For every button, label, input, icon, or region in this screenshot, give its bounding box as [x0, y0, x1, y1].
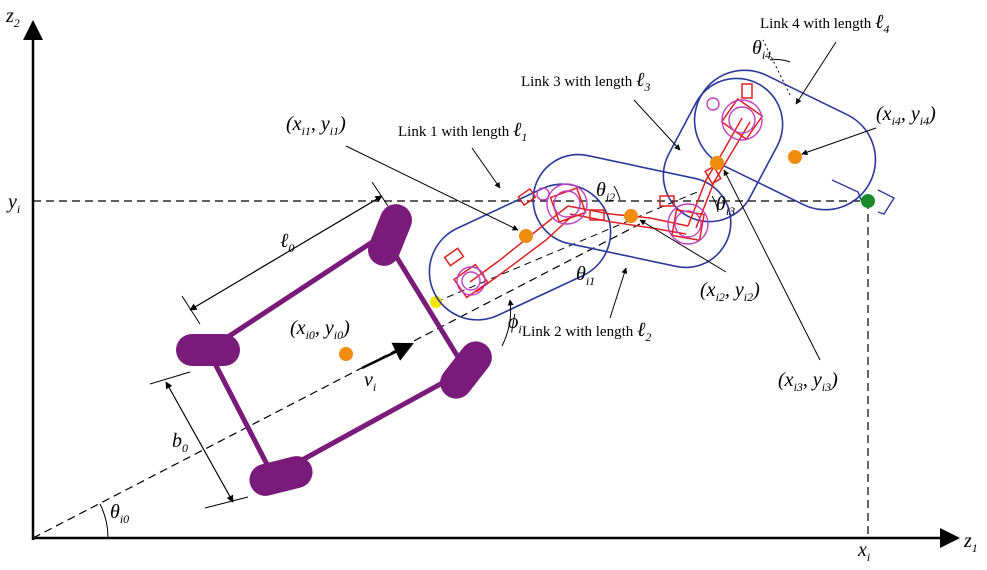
link2-center-point	[624, 209, 638, 223]
link3-label: Link 3 with length ℓ3	[521, 69, 650, 94]
link3-leader	[633, 99, 681, 151]
z1-axis-label: z1	[963, 530, 978, 555]
vehicle-width-label: b0	[172, 430, 188, 455]
wheel-rear-left	[249, 456, 313, 496]
mechanism-link3-b	[695, 121, 751, 229]
vehicle-side-rail-left	[205, 348, 276, 478]
theta-i0-arc	[99, 503, 109, 539]
joint-circle-1	[456, 266, 486, 296]
end-point	[861, 194, 875, 208]
link4-outline	[693, 69, 877, 211]
wheel-front-right	[368, 204, 412, 266]
link3-outline	[662, 77, 784, 223]
joint-circle-3	[667, 203, 709, 245]
link4-center-point	[788, 150, 802, 164]
mech-part-e	[704, 165, 722, 185]
link4-label: Link 4 with length ℓ4	[760, 11, 889, 36]
velocity-arrow	[361, 342, 414, 370]
width-dim-ext2	[204, 496, 249, 509]
gripper-right	[877, 189, 896, 215]
link2-outline	[532, 153, 732, 269]
mechanism-link1	[469, 205, 569, 283]
gripper-left	[831, 179, 863, 203]
link2-leader	[609, 267, 628, 319]
vehicle-rear-axle	[271, 367, 468, 479]
joint-circle-4	[721, 99, 763, 141]
p1-leader	[345, 145, 519, 231]
mech-part-f	[741, 83, 753, 99]
joint-circle-2	[546, 183, 588, 225]
mech-part-b	[517, 187, 537, 207]
joint-circles	[456, 97, 763, 296]
mech-part-c	[589, 209, 605, 221]
vehicle-center-point	[339, 347, 353, 361]
mechanism-link1-b	[475, 215, 573, 293]
point-label-p3: (xi3, yi3)	[778, 369, 838, 394]
mech-part-a	[443, 247, 465, 267]
hitch-point	[430, 296, 442, 308]
length-dim-line	[189, 195, 383, 311]
joint-circle-small-a	[536, 187, 550, 201]
link1-outline	[428, 183, 612, 321]
p3-leader	[723, 169, 821, 361]
link4-leader	[795, 41, 837, 105]
phi-arc	[501, 299, 514, 347]
theta-i2-label: θi2	[596, 179, 615, 204]
width-dim-line	[165, 381, 234, 503]
link1-leader	[471, 147, 501, 189]
joint-circle-2b	[553, 190, 581, 218]
yi-label: yi	[6, 191, 20, 216]
theta-i2-arc	[613, 185, 621, 201]
velocity-label: vi	[364, 369, 376, 394]
length-dim-ext2	[371, 181, 389, 207]
mech-part-d	[659, 195, 675, 207]
wheel-rear-right	[440, 341, 492, 399]
point-label-p1: (xi1, yi1)	[286, 113, 346, 138]
width-dim-ext1	[149, 371, 191, 385]
point-label-p0: (xi0, yi0)	[290, 317, 350, 342]
link2-label: Link 2 with length ℓ2	[522, 319, 651, 344]
vehicle	[176, 204, 492, 496]
joint1-block	[452, 263, 490, 299]
link4-heading-line	[762, 39, 791, 96]
point-label-p4: (xi4, yi4)	[876, 103, 936, 128]
svg-text:(xi0, yi0): (xi0, yi0)	[290, 317, 350, 342]
z2-axis-label: z2	[5, 5, 20, 30]
joint-circle-4b	[728, 106, 756, 134]
point-label-p2: (xi2, yi2)	[700, 279, 760, 304]
joint-circle-3b	[674, 210, 702, 238]
wheel-front-left	[176, 334, 240, 366]
theta-i4-label: θi4	[752, 37, 771, 62]
link3-center-point	[710, 156, 724, 170]
p2-leader	[639, 219, 727, 273]
theta-i0-label: θi0	[110, 501, 129, 526]
theta-i4-arc	[769, 59, 791, 63]
theta-i3-arc	[711, 195, 719, 213]
svg-text:(xi3, yi3): (xi3, yi3)	[778, 369, 838, 394]
joint-circle-small-b	[706, 97, 720, 111]
vehicle-heading-line	[32, 223, 641, 539]
theta-i1-label: θi1	[576, 263, 595, 288]
xi-label: xi	[857, 539, 870, 564]
joint3-block	[671, 208, 705, 242]
link1-label: Link 1 with length ℓ1	[398, 119, 527, 144]
p4-leader	[801, 127, 877, 156]
link1-center-point	[519, 229, 533, 243]
svg-text:(xi4, yi4): (xi4, yi4)	[876, 103, 936, 128]
vehicle-length-label: ℓ0	[280, 230, 294, 255]
end-effector	[831, 179, 896, 215]
theta-i3-label: θi3	[716, 193, 735, 218]
svg-text:(xi1, yi1): (xi1, yi1)	[286, 113, 346, 138]
phi-i-label: ϕi	[508, 311, 522, 336]
joint-circle-1b	[461, 271, 481, 291]
svg-text:(xi2, yi2): (xi2, yi2)	[700, 279, 760, 304]
